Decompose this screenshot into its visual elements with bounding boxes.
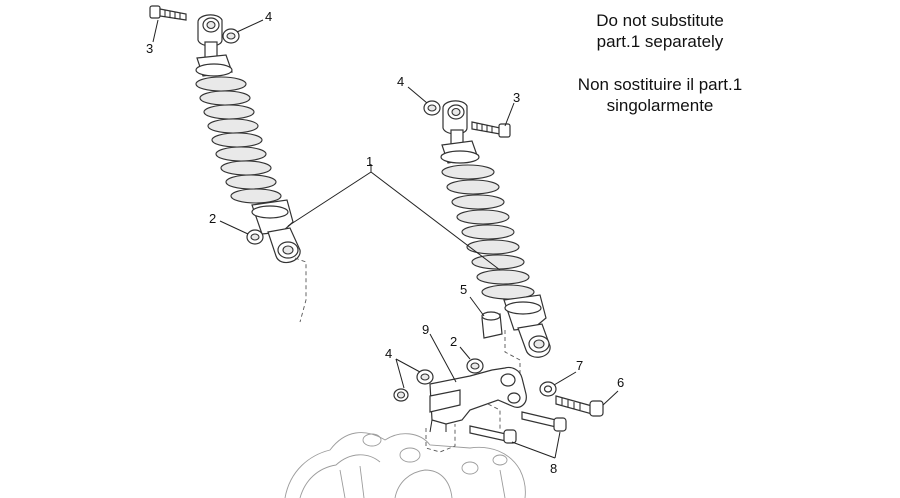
callout-3-right: 3 bbox=[513, 90, 520, 105]
callout-4-right: 4 bbox=[397, 74, 404, 89]
note-english-line-1: Do not substitute bbox=[596, 11, 724, 30]
bracket-dashed-line-left bbox=[425, 424, 456, 453]
note-italian-line-1: Non sostituire il part.1 bbox=[577, 75, 743, 94]
callout-4-left: 4 bbox=[265, 9, 272, 24]
bracket-nut-part-2 bbox=[466, 358, 484, 374]
right-mount-dashed-line bbox=[504, 330, 521, 378]
callout-2-left: 2 bbox=[209, 211, 216, 226]
leader-lines bbox=[152, 19, 619, 459]
callout-2-bottom: 2 bbox=[450, 334, 457, 349]
left-mount-dashed-line bbox=[294, 257, 307, 323]
callout-8: 8 bbox=[550, 461, 557, 476]
right-bolt-part-3 bbox=[471, 121, 511, 138]
bracket-nut-part-4 bbox=[416, 369, 434, 385]
note-italian: Non sostituire il part.1 singolarmente bbox=[540, 74, 780, 116]
bracket-dashed-line-right bbox=[487, 403, 501, 430]
bracket-part-9 bbox=[429, 366, 527, 433]
note-english: Do not substitute part.1 separately bbox=[560, 10, 760, 52]
left-nut-part-4 bbox=[222, 28, 240, 44]
callout-5: 5 bbox=[460, 282, 467, 297]
right-shock-absorber bbox=[440, 100, 551, 358]
bolt-part-8-upper bbox=[521, 411, 567, 432]
callout-7: 7 bbox=[576, 358, 583, 373]
callout-4-bottom: 4 bbox=[385, 346, 392, 361]
bracket-nut-part-4-second bbox=[393, 388, 409, 402]
callout-6: 6 bbox=[617, 375, 624, 390]
engine-casing-outline bbox=[284, 432, 526, 498]
left-shock-absorber bbox=[195, 14, 301, 264]
spacer-part-5 bbox=[481, 311, 503, 339]
right-nut-part-4 bbox=[423, 100, 441, 116]
washer-part-7 bbox=[539, 381, 557, 397]
callout-9: 9 bbox=[422, 322, 429, 337]
note-english-line-2: part.1 separately bbox=[596, 32, 724, 51]
left-shock-spring bbox=[195, 76, 282, 204]
left-bolt-part-3 bbox=[149, 5, 187, 21]
bolt-part-8-lower bbox=[469, 425, 517, 444]
bolt-part-6 bbox=[555, 395, 604, 417]
right-shock-spring bbox=[441, 164, 535, 300]
callout-1: 1 bbox=[366, 154, 373, 169]
callout-3-left: 3 bbox=[146, 41, 153, 56]
left-nut-part-2 bbox=[246, 229, 264, 245]
note-italian-line-2: singolarmente bbox=[606, 96, 714, 115]
